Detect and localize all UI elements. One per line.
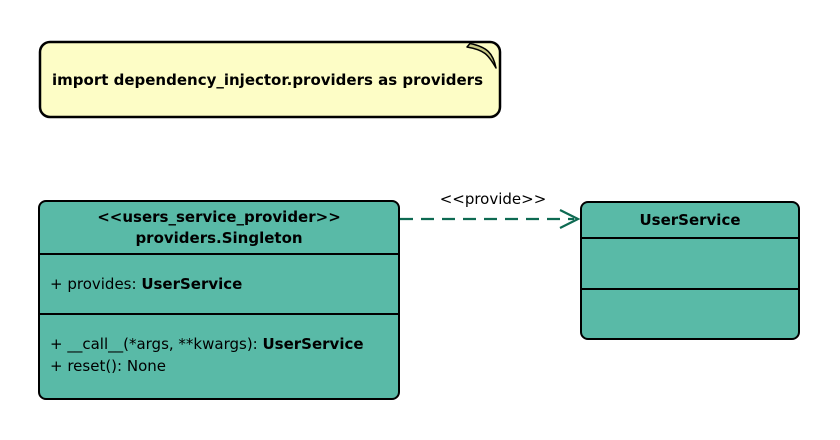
- class-methods-section: + __call__(*args, **kwargs): UserService…: [40, 313, 398, 398]
- attribute-row: + provides: UserService: [50, 275, 242, 293]
- class-attributes-section: [582, 237, 798, 288]
- userservice-class: UserService: [580, 201, 800, 340]
- method-type: UserService: [262, 335, 364, 353]
- class-header: <<users_service_provider>> providers.Sin…: [40, 202, 398, 253]
- class-attributes-section: + provides: UserService: [40, 253, 398, 313]
- import-note: import dependency_injector.providers as …: [38, 40, 504, 121]
- attribute-text: + provides:: [50, 275, 142, 293]
- arrow-label: <<provide>>: [439, 190, 547, 208]
- class-methods-section: [582, 288, 798, 338]
- arrowhead-icon: [559, 209, 581, 229]
- singleton-provider-class: <<users_service_provider>> providers.Sin…: [38, 200, 400, 400]
- attribute-type: UserService: [141, 275, 243, 293]
- note-text: import dependency_injector.providers as …: [52, 70, 484, 89]
- note-shape: [38, 40, 502, 119]
- class-stereotype: <<users_service_provider>>: [97, 207, 341, 226]
- provide-dependency-arrow: [400, 209, 581, 229]
- class-name: providers.Singleton: [135, 228, 303, 247]
- note-fold-icon: [466, 42, 497, 69]
- method-text: + reset(): None: [50, 357, 166, 375]
- class-header: UserService: [582, 203, 798, 237]
- class-name: UserService: [639, 210, 741, 229]
- method-row: + __call__(*args, **kwargs): UserService: [50, 333, 398, 355]
- note-body: [38, 40, 502, 119]
- method-text: + __call__(*args, **kwargs):: [50, 335, 263, 353]
- method-row: + reset(): None: [50, 355, 398, 377]
